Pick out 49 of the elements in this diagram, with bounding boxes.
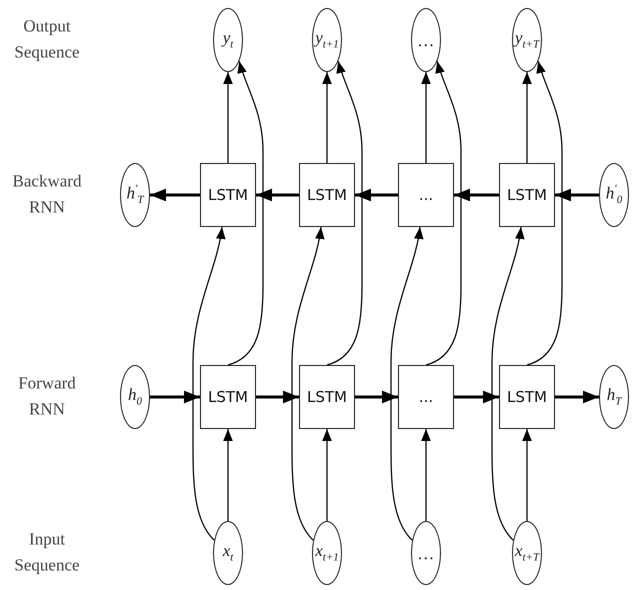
lstm-cell [398,365,454,429]
lstm-cell [299,365,355,429]
arrow [291,226,324,541]
lstm-cell [499,163,555,227]
arrow [355,188,398,202]
arrow [526,60,563,366]
arrow [322,429,332,521]
arrow [228,60,264,366]
arrow [522,72,532,163]
arrow [555,188,599,202]
state-circle [411,8,441,72]
arrow [256,390,299,404]
arrow [322,72,332,163]
row-label: Backward RNN [12,170,82,219]
arrow [421,429,431,521]
row-label: Output Sequence [13,16,81,64]
arrow [223,429,233,521]
state-circle [213,8,243,72]
node-label: LSTM [507,188,547,202]
arrow [223,72,233,163]
lstm-cell [200,163,256,227]
arrow [150,188,200,202]
node-label: h$_{0}$ [128,386,142,408]
arrow [454,390,499,404]
arrow [421,72,431,163]
lstm-cell [398,163,454,227]
arrow [522,429,532,521]
arrow [491,226,524,541]
row-label: Forward RNN [17,372,77,421]
node-label: LSTM [208,188,248,202]
arrow [355,390,398,404]
lstm-cell [200,365,256,429]
arrow [426,60,462,366]
state-circle [312,8,342,72]
arrow [326,60,363,366]
node-label: LSTM [307,390,347,404]
state-circle [512,8,542,72]
arrow [150,390,200,404]
node-label: LSTM [507,390,547,404]
row-label: Input Sequence [13,528,81,577]
arrow [192,226,226,541]
node-label: LSTM [208,390,248,404]
lstm-cell [299,163,355,227]
arrow [390,226,424,541]
arrow [454,188,499,202]
arrow [256,188,299,202]
arrow [555,390,599,404]
lstm-cell [499,365,555,429]
node-label: LSTM [307,188,347,202]
